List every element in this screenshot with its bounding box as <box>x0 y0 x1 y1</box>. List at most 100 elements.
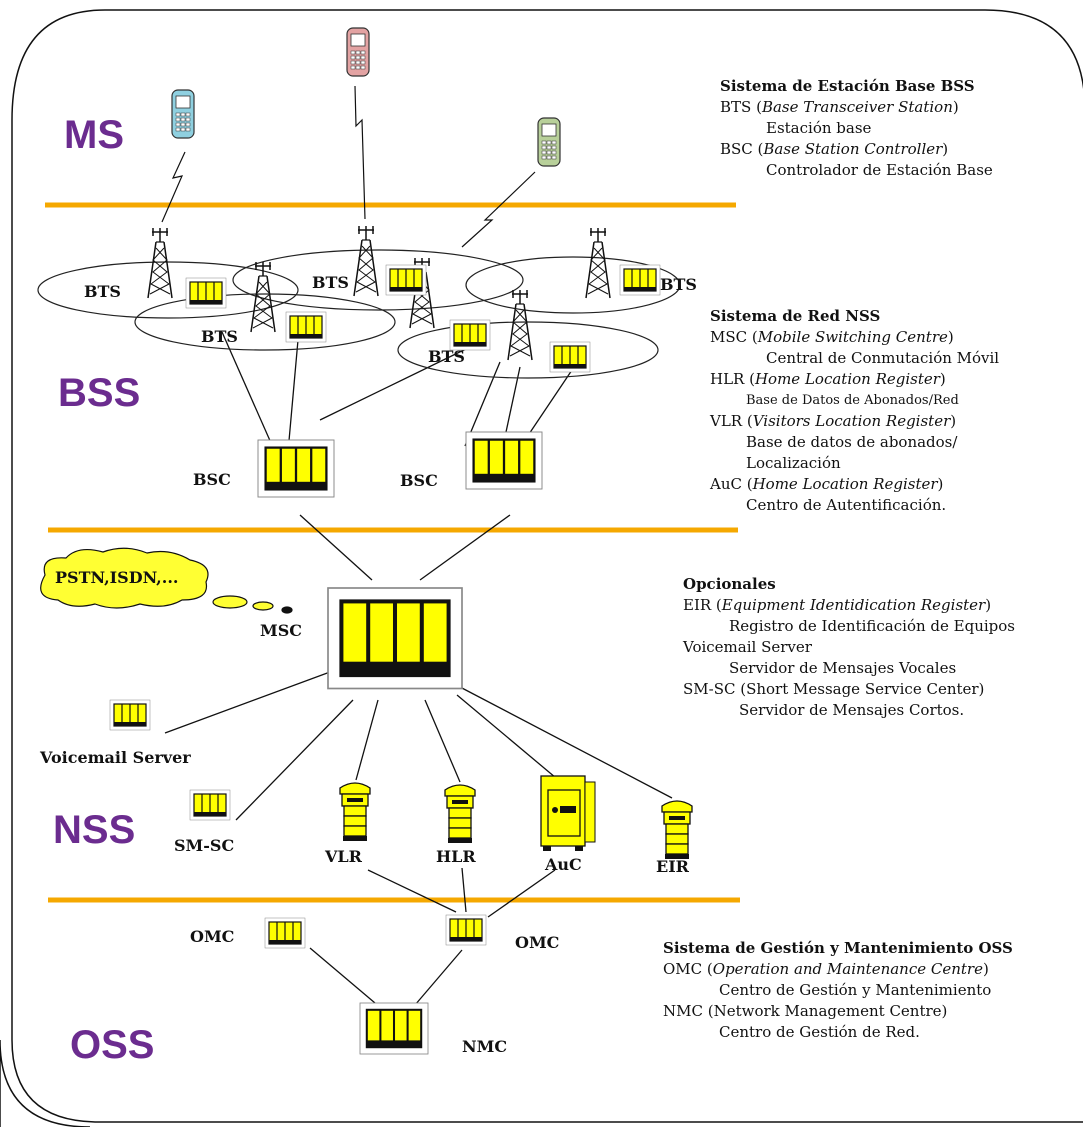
legend-bsc-es: Controlador de Estación Base <box>720 160 993 181</box>
bts-tower-icon <box>354 226 378 296</box>
layer-label-oss: OSS <box>70 1023 154 1067</box>
voicemail-label: Voicemail Server <box>39 748 191 767</box>
radio-links <box>162 86 535 247</box>
legend-text: ) <box>985 596 991 614</box>
legend-oss-title: Sistema de Gestión y Mantenimiento OSS <box>663 938 1013 959</box>
eir-label: EIR <box>656 857 690 876</box>
bsc-rack-icon <box>258 440 334 497</box>
legend-text: BTS ( <box>720 98 762 116</box>
phone-red-icon <box>347 28 369 76</box>
legend-msc-line: MSC (Mobile Switching Centre) <box>710 327 999 348</box>
legend-opt-title: Opcionales <box>683 574 1015 595</box>
bts-label: BTS <box>312 273 349 292</box>
legend-text-en: Base Station Controller <box>763 140 942 158</box>
bts-rack-icon <box>550 342 590 372</box>
bsc-label: BSC <box>400 471 438 490</box>
legend-text: ) <box>938 475 944 493</box>
legend-text: ) <box>942 140 948 158</box>
pstn-label: PSTN,ISDN,... <box>55 568 178 587</box>
vlr-label: VLR <box>324 847 363 866</box>
bts-rack-icon <box>386 265 426 295</box>
legend-eir-line: EIR (Equipment Identidication Register) <box>683 595 1015 616</box>
legend-text-en: Mobile Switching Centre <box>758 328 948 346</box>
hlr-server-icon <box>445 785 475 843</box>
legend-text: HLR ( <box>710 370 755 388</box>
auc-label: AuC <box>544 855 582 874</box>
legend-vm-es: Servidor de Mensajes Vocales <box>683 658 1015 679</box>
legend-omc-line: OMC (Operation and Maintenance Centre) <box>663 959 1013 980</box>
phone-cyan-icon <box>172 90 194 138</box>
smsc-label: SM-SC <box>174 836 234 855</box>
legend-hlr-es: Base de Datos de Abonados/Red <box>710 390 999 411</box>
phone-green-icon <box>538 118 560 166</box>
msc-label: MSC <box>260 621 302 640</box>
bts-rack-icon <box>450 320 490 350</box>
auc-safe-icon <box>541 776 595 851</box>
legend-nmc-es: Centro de Gestión de Red. <box>663 1022 1013 1043</box>
legend-bsc-line: BSC (Base Station Controller) <box>720 139 993 160</box>
legend-eir-es: Registro de Identificación de Equipos <box>683 616 1015 637</box>
legend-text: ) <box>950 412 956 430</box>
legend-oss: Sistema de Gestión y Mantenimiento OSS O… <box>663 938 1013 1043</box>
legend-auc-es: Centro de Autentificación. <box>710 495 999 516</box>
layer-label-nss: NSS <box>53 808 135 852</box>
omc-rack-icon <box>446 915 486 945</box>
legend-text-en: Home Location Register <box>753 475 938 493</box>
bts-tower-icon <box>148 228 172 298</box>
legend-bts-line: BTS (Base Transceiver Station) <box>720 97 993 118</box>
legend-nmc-line: NMC (Network Management Centre) <box>663 1001 1013 1022</box>
bts-tower-icon <box>586 228 610 298</box>
layer-label-ms: MS <box>64 113 124 157</box>
smsc-rack-icon <box>190 790 230 820</box>
msc-rack-icon <box>328 588 462 689</box>
legend-hlr-line: HLR (Home Location Register) <box>710 369 999 390</box>
legend-text: ) <box>953 98 959 116</box>
bts-rack-icon <box>620 265 660 295</box>
legend-msc-es: Central de Conmutación Móvil <box>710 348 999 369</box>
legend-auc-line: AuC (Home Location Register) <box>710 474 999 495</box>
legend-text: EIR ( <box>683 596 722 614</box>
legend-text: BSC ( <box>720 140 763 158</box>
voicemail-rack-icon <box>110 700 150 730</box>
legend-vlr-line: VLR (Visitors Location Register) <box>710 411 999 432</box>
nmc-rack-icon <box>360 1003 428 1054</box>
nmc-label: NMC <box>462 1037 507 1056</box>
legend-text: VLR ( <box>710 412 753 430</box>
legend-text-en: Base Transceiver Station <box>762 98 953 116</box>
legend-nss-title: Sistema de Red NSS <box>710 306 999 327</box>
legend-bts-es: Estación base <box>720 118 993 139</box>
bts-label: BTS <box>84 282 121 301</box>
bsc-rack-icon <box>466 432 542 489</box>
bsc-label: BSC <box>193 470 231 489</box>
hlr-label: HLR <box>436 847 476 866</box>
legend-optional: Opcionales EIR (Equipment Identidication… <box>683 574 1015 721</box>
legend-vlr-es2: Localización <box>710 453 999 474</box>
legend-smsc-line: SM-SC (Short Message Service Center) <box>683 679 1015 700</box>
omc-rack-icon <box>265 918 305 948</box>
legend-omc-es: Centro de Gestión y Mantenimiento <box>663 980 1013 1001</box>
layer-label-bss: BSS <box>58 371 140 415</box>
legend-text-en: Equipment Identidication Register <box>722 596 985 614</box>
bts-tower-icon <box>508 290 532 360</box>
legend-smsc-es: Servidor de Mensajes Cortos. <box>683 700 1015 721</box>
legend-bss-title: Sistema de Estación Base BSS <box>720 76 993 97</box>
legend-text-en: Operation and Maintenance Centre <box>713 960 983 978</box>
legend-text: ) <box>948 328 954 346</box>
omc-label: OMC <box>190 927 234 946</box>
omc-label: OMC <box>515 933 559 952</box>
bts-rack-icon <box>286 312 326 342</box>
legend-text: MSC ( <box>710 328 758 346</box>
legend-vlr-es1: Base de datos de abonados/ <box>710 432 999 453</box>
bts-label: BTS <box>660 275 697 294</box>
bts-rack-icon <box>186 278 226 308</box>
legend-nss: Sistema de Red NSS MSC (Mobile Switching… <box>710 306 999 516</box>
bts-label: BTS <box>428 347 465 366</box>
legend-text: ) <box>940 370 946 388</box>
legend-text: OMC ( <box>663 960 713 978</box>
legend-text-en: Visitors Location Register <box>753 412 951 430</box>
legend-vm-line: Voicemail Server <box>683 637 1015 658</box>
eir-server-icon <box>662 801 692 859</box>
legend-text: ) <box>983 960 989 978</box>
legend-text-en: Home Location Register <box>755 370 940 388</box>
legend-bss: Sistema de Estación Base BSS BTS (Base T… <box>720 76 993 181</box>
